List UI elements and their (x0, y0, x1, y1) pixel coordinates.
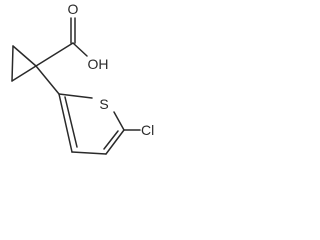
bond-quaternary-to-carbonyl-carbon (35, 42, 74, 67)
chlorine-label: Cl (141, 122, 154, 138)
bond-cyclopropane-top-quaternary (12, 45, 37, 67)
bond-c5-c4-double-inner (103, 130, 119, 150)
bond-c3-c2-double-inner (64, 96, 78, 148)
bond-quaternary-to-thiophene (35, 65, 60, 95)
sulfur-label: S (99, 96, 108, 112)
bond-c4-c3 (71, 151, 107, 155)
bond-s-c5 (113, 111, 125, 131)
hydroxyl-label: OH (88, 56, 109, 72)
bond-cyclopropane-bottom-quaternary (11, 65, 37, 82)
bond-carbonyl-carbon-to-oxygen (72, 42, 88, 57)
chlorine-substituent: Cl (123, 122, 154, 138)
bond-cyclopropane-top-bottom (11, 45, 14, 82)
molecule-structure: O OH S Cl (11, 1, 154, 155)
carbonyl-oxygen-label: O (68, 1, 79, 17)
bond-c5-c4-double (105, 129, 125, 155)
cyclopropane-ring (11, 45, 37, 82)
carboxylic-acid-group: O OH (35, 1, 109, 72)
bond-c2-s (58, 93, 93, 99)
bond-c3-c2-double (58, 93, 73, 153)
thiophene-ring: S (58, 93, 125, 155)
